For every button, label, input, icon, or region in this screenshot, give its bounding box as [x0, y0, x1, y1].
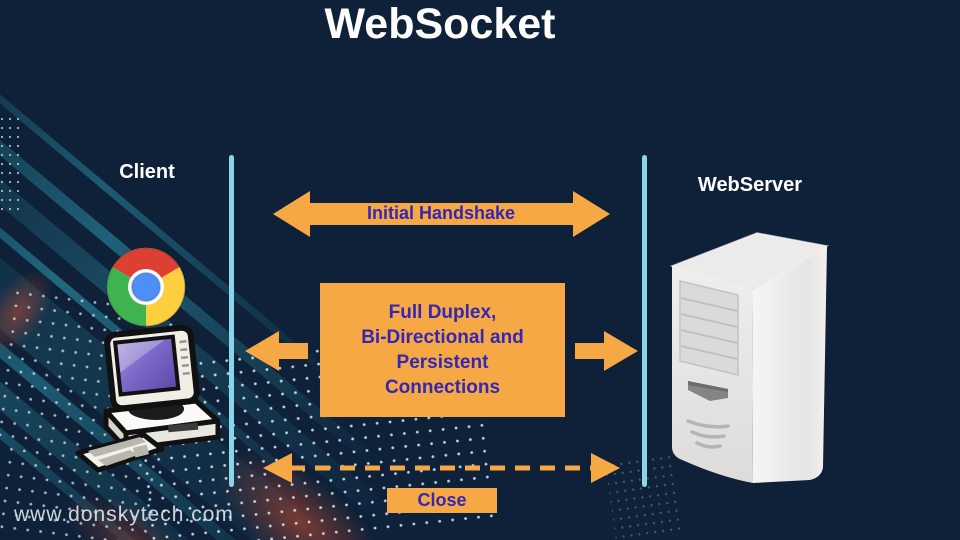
close-badge: Close — [387, 488, 497, 513]
chrome-browser-icon — [106, 247, 186, 327]
desktop-computer-icon — [68, 323, 220, 475]
handshake-label: Initial Handshake — [366, 203, 516, 223]
client-lifeline — [229, 155, 234, 487]
watermark: www.donskytech.com — [14, 503, 234, 526]
duplex-box: Full Duplex, Bi-Directional and Persiste… — [320, 283, 565, 417]
server-tower-icon — [650, 225, 862, 491]
close-label: Close — [417, 490, 467, 510]
client-label: Client — [119, 161, 175, 183]
server-label: WebServer — [697, 174, 803, 196]
server-lifeline — [642, 155, 647, 487]
duplex-label: Full Duplex, Bi-Directional and Persiste… — [361, 302, 524, 398]
page-title: WebSocket — [324, 0, 556, 48]
